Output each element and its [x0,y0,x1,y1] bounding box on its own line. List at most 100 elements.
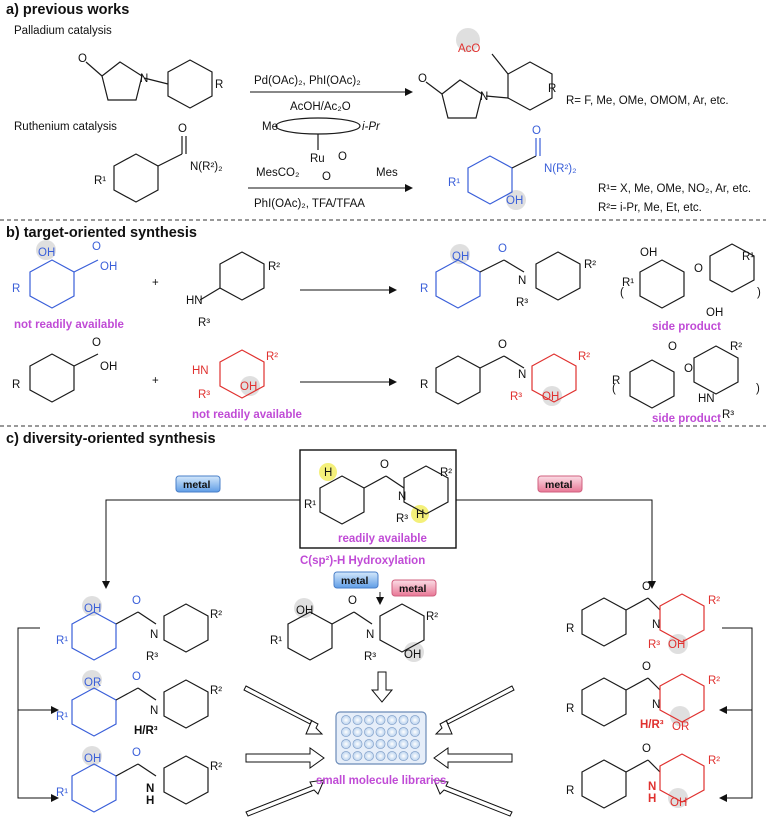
svg-text:O: O [348,595,357,607]
right-product-2: O N H/R³ OR R R² [566,661,720,733]
bracket-right [719,627,753,802]
svg-text:R¹: R¹ [270,635,282,647]
svg-text:OH: OH [84,753,101,765]
center-product: OH O N R³ OH R¹ R² [270,595,438,663]
svg-text:R: R [420,283,428,295]
svg-text:N: N [652,619,660,631]
well [364,739,374,749]
svg-text:Me: Me [262,121,278,133]
aniline-reactant: HN R³ R² [186,251,280,329]
well [398,727,409,737]
pd-solvent: AcOH/Ac₂O [290,101,351,113]
svg-text:OH: OH [452,251,469,263]
svg-text:H: H [146,795,154,807]
ru-catalyst: Me i-Pr Ru MesCO₂ O O Mes [256,117,398,183]
svg-text:O: O [694,263,703,275]
svg-text:O: O [338,151,347,163]
svg-text:OH: OH [640,247,657,259]
not-available-label-2: not readily available [192,409,302,421]
svg-text:R³: R³ [146,651,158,663]
svg-text:R: R [12,283,20,295]
svg-text:H: H [416,509,424,521]
substrate-box [299,449,457,549]
well [341,739,351,749]
svg-text:R: R [12,379,20,391]
svg-text:O: O [418,73,427,85]
svg-text:R³: R³ [510,391,522,403]
svg-text:OR: OR [672,721,689,733]
salicylamide-product: OH O N R³ R R² [420,243,596,309]
svg-text:R²: R² [210,761,222,773]
benzamide-reactant: O N(R²)₂ R¹ [94,123,223,203]
section-c-title: c) diversity-oriented synthesis [6,431,216,447]
hydroxylation-label: C(sp²)-H Hydroxylation [300,555,425,567]
svg-text:O: O [78,53,87,65]
well-plate [335,711,427,765]
libraries-label: small molecule libraries [316,775,446,787]
metal-badge-right: metal [537,475,583,493]
side-product-label-1: side product [652,321,721,333]
well [410,739,420,749]
aminophenol-product: O N R³ OH R R² [420,339,590,406]
svg-text:R¹: R¹ [742,251,754,263]
well [352,715,363,725]
side-product-label-2: side product [652,413,721,425]
svg-text:O: O [498,243,507,255]
svg-text:R: R [566,703,574,715]
svg-text:O: O [498,339,507,351]
svg-text:R²: R² [210,685,222,697]
svg-text:Mes: Mes [376,167,398,179]
svg-text:R¹: R¹ [94,175,106,187]
ru-product: O N(R²)₂ R¹ OH [448,125,577,210]
svg-text:metal: metal [545,479,573,491]
well [364,715,374,725]
svg-text:H: H [324,467,332,479]
svg-text:O: O [132,671,141,683]
svg-text:metal: metal [341,575,369,587]
svg-text:R³: R³ [648,639,660,651]
benzoic-acid: O OH R [12,337,117,403]
section-b-title: b) target-oriented synthesis [6,225,197,241]
well [387,727,397,737]
svg-text:HN: HN [698,393,715,405]
svg-text:O: O [322,171,331,183]
arrow-right-route [456,499,656,589]
side-product-1: ( OH O OH R¹ R¹ ) [620,243,761,319]
svg-text:R: R [566,623,574,635]
svg-text:R¹: R¹ [56,635,68,647]
svg-text:R²: R² [708,675,720,687]
not-available-label-1: not readily available [14,319,124,331]
well [364,727,374,737]
svg-text:OH: OH [404,649,421,661]
svg-text:OH: OH [100,361,117,373]
bracket-left [17,627,59,802]
ruthenium-label: Ruthenium catalysis [14,121,117,133]
svg-text:O: O [92,241,101,253]
well [410,751,420,761]
svg-text:N: N [150,705,158,717]
svg-text:(: ( [612,383,616,395]
svg-text:R²: R² [426,611,438,623]
svg-text:OH: OH [542,391,559,403]
svg-text:R³: R³ [364,651,376,663]
well [410,715,420,725]
well [398,739,409,749]
svg-text:OH: OH [100,261,117,273]
svg-text:R²: R² [578,351,590,363]
well [375,739,386,749]
svg-text:O: O [178,123,187,135]
svg-text:R: R [548,83,556,95]
svg-text:R²: R² [210,609,222,621]
svg-text:R¹: R¹ [304,499,316,511]
svg-text:metal: metal [183,479,211,491]
well [375,727,386,737]
pd-r-scope: R= F, Me, OMe, OMOM, Ar, etc. [566,95,729,107]
metal-badge-center-pink: metal [391,579,437,597]
svg-text:N: N [518,275,526,287]
well [387,751,397,761]
svg-text:R³: R³ [516,297,528,309]
svg-text:N(R²)₂: N(R²)₂ [544,163,577,175]
svg-text:N: N [398,491,406,503]
plus-1: + [152,277,159,289]
svg-text:R²: R² [708,595,720,607]
